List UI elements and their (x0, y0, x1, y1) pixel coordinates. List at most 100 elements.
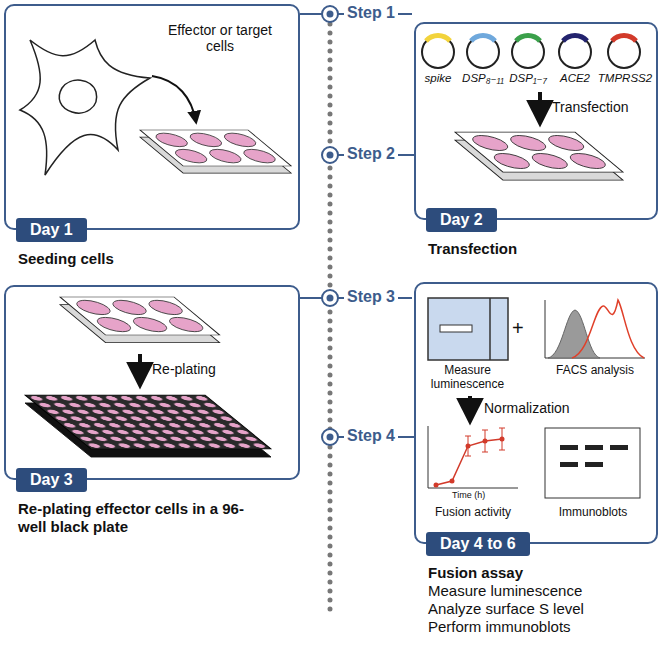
drawing-part (327, 11, 334, 18)
panel-label: Measure luminescence (420, 364, 515, 392)
panel-label: Immunoblots (538, 506, 648, 520)
drawing-part (327, 434, 334, 441)
cell-drawing (20, 40, 291, 175)
step-heading: Transfection (428, 240, 658, 258)
drawing-part (466, 444, 471, 449)
drawing-part (322, 6, 338, 22)
arrow-label: Normalization (484, 400, 570, 416)
plasmid-label: spike (415, 72, 461, 85)
plus-sign: + (512, 317, 524, 340)
drawing-part (436, 439, 502, 485)
plasmids (422, 36, 640, 68)
drawing-part (516, 36, 540, 41)
drawing-part (138, 354, 142, 384)
drawing-part (483, 439, 488, 444)
drawing-part (468, 396, 472, 420)
drawing-part (434, 483, 439, 488)
drawing-part (482, 452, 488, 453)
drawing-part (500, 437, 505, 442)
step-label: Step 4 (344, 427, 398, 445)
drawing-part (585, 462, 603, 467)
step-note: Analyze surface S level (428, 600, 658, 618)
drawing-part (428, 426, 429, 488)
arrow-label: Transfection (552, 99, 629, 115)
arrow-label: Re-plating (152, 361, 216, 377)
drawing-part (25, 395, 271, 449)
day-tab: Day 2 (426, 208, 497, 232)
drawing-part (465, 456, 471, 457)
drawing-part (559, 36, 591, 68)
cell-label: Effector or target cells (165, 22, 275, 54)
axis-label: Time (h) (452, 490, 485, 500)
step-panel: Day 3Re-plating effector cells in a 96-w… (4, 285, 300, 480)
day-tab: Day 1 (16, 218, 87, 242)
drawing-part (25, 395, 271, 449)
step-description: Re-plating effector cells in a 96-well b… (18, 500, 268, 536)
drawing-part (152, 76, 196, 122)
drawing-part (20, 40, 150, 175)
drawing-part (499, 450, 505, 451)
drawing-part (610, 445, 628, 450)
drawing-part (455, 132, 623, 180)
drawing-part (59, 80, 96, 113)
drawing-part (426, 36, 450, 41)
step-panel: Day 2Transfection (414, 22, 658, 220)
drawing-part (563, 36, 587, 41)
drawing-part (60, 297, 220, 343)
drawing-part (538, 92, 542, 122)
drawing-part (322, 6, 338, 445)
drawing-part (434, 437, 505, 488)
drawing-part (585, 445, 603, 450)
plasmid-label: ACE2 (552, 72, 598, 85)
drawing-part (560, 462, 578, 467)
step-note: Perform immunoblots (428, 618, 658, 636)
drawing-part (471, 36, 495, 41)
drawing-part (612, 36, 636, 41)
plasmid-label: TMPRSS2 (597, 72, 653, 85)
plasmid-label: DSP₈₋₁₁ (460, 72, 506, 85)
timeline (300, 6, 414, 610)
panel-label: FACS analysis (545, 364, 645, 378)
step-label: Step 2 (344, 145, 398, 163)
step-description: Seeding cells (18, 250, 300, 268)
immunoblot (545, 428, 640, 498)
step-description: Transfection (428, 240, 658, 258)
drawing-part (465, 436, 471, 437)
drawing-part (545, 300, 546, 358)
drawing-part (422, 36, 454, 68)
drawing-part (489, 298, 491, 360)
drawing-part (428, 298, 508, 360)
normalization-arrow (470, 396, 471, 420)
fusion-plot (428, 426, 518, 488)
step-note: Measure luminescence (428, 582, 658, 600)
step-heading: Seeding cells (18, 250, 300, 268)
facs-histogram (545, 300, 645, 358)
drawing-part (467, 36, 499, 68)
day-tab: Day 3 (16, 468, 87, 492)
drawing-part (327, 295, 334, 302)
drawing-part (608, 36, 640, 68)
drawing-part (482, 430, 488, 431)
step-heading: Fusion assay (428, 564, 658, 582)
drawing-part (428, 488, 518, 489)
drawing-part (499, 428, 505, 429)
drawing-part (327, 11, 334, 441)
drawing-part (450, 479, 455, 484)
drawing-part (327, 152, 334, 159)
luminometer (428, 298, 508, 360)
drawing-part (560, 445, 578, 450)
day-tab: Day 4 to 6 (426, 532, 530, 556)
drawing-part (328, 24, 333, 610)
replating-drawing (25, 297, 271, 457)
drawing-part (140, 130, 291, 173)
drawing-part (322, 147, 338, 163)
drawing-part (512, 36, 544, 68)
drawing-part (440, 325, 472, 332)
step-label: Step 1 (344, 4, 398, 22)
drawing-part (25, 395, 271, 449)
step-heading: Re-plating effector cells in a 96-well b… (18, 500, 268, 536)
drawing-part (322, 429, 338, 445)
plasmid-label: DSP₁₋₇ (505, 72, 551, 85)
panel-label: Fusion activity (418, 506, 528, 520)
drawing-part (465, 428, 505, 456)
